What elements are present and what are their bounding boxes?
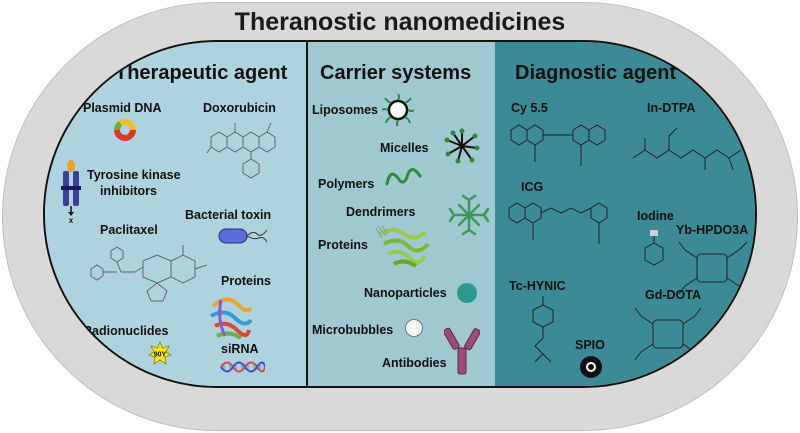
nanoparticles-label: Nanoparticles xyxy=(364,286,447,300)
spio-label: SPIO xyxy=(575,338,605,352)
in-dtpa-structure-icon xyxy=(632,127,742,171)
microbubble-icon xyxy=(405,319,423,337)
plasmid-dna-label: Plasmid DNA xyxy=(83,101,162,115)
sirna-helix-icon xyxy=(220,361,265,373)
antibody-icon xyxy=(444,327,480,375)
dendrimer-icon xyxy=(448,194,490,236)
diagnostic-panel: Diagnostic agent Cy 5.5 In-DTPA xyxy=(495,42,755,386)
micelles-label: Micelles xyxy=(380,141,429,155)
micelle-icon xyxy=(444,128,480,164)
proteins-carrier-label: Proteins xyxy=(318,238,369,252)
diagram-title: Theranostic nanomedicines xyxy=(234,8,566,36)
bacterial-toxin-label: Bacterial toxin xyxy=(185,208,272,222)
radionuclides-label: Radionuclides xyxy=(83,324,169,338)
therapeutic-heading: Therapeutic agent xyxy=(115,62,288,84)
spio-nanoparticle-icon xyxy=(580,356,602,378)
tc-hynic-label: Tc-HYNIC xyxy=(509,279,566,293)
iodine-structure-icon xyxy=(644,230,664,266)
icg-structure-icon xyxy=(508,202,608,244)
cy55-label: Cy 5.5 xyxy=(511,101,548,115)
sirna-label: siRNA xyxy=(221,342,259,356)
polymers-label: Polymers xyxy=(318,177,375,191)
gd-dota-label: Gd-DOTA xyxy=(645,288,702,302)
y90-badge-text: 90Y xyxy=(154,352,167,359)
antibodies-label: Antibodies xyxy=(382,356,447,370)
polymer-chain-icon xyxy=(385,168,422,186)
dendrimers-label: Dendrimers xyxy=(346,205,416,219)
liposome-icon xyxy=(382,94,414,126)
doxorubicin-label: Doxorubicin xyxy=(203,101,276,115)
paclitaxel-label: Paclitaxel xyxy=(100,223,158,237)
tc-hynic-structure-icon xyxy=(532,296,554,363)
plasmid-dna-icon xyxy=(114,119,136,141)
in-dtpa-label: In-DTPA xyxy=(647,101,696,115)
paclitaxel-structure-icon xyxy=(90,245,208,302)
tki-label-line2: inhibitors xyxy=(100,184,157,198)
therapeutic-panel: Therapeutic agent Plasmid DNA Doxorubici… xyxy=(45,42,306,386)
doxorubicin-structure-icon xyxy=(206,122,276,179)
iodine-label: Iodine xyxy=(637,209,674,223)
tki-label-line1: Tyrosine kinase xyxy=(87,168,181,182)
microbubbles-label: Microbubbles xyxy=(312,323,394,337)
protein-carrier-icon xyxy=(375,225,430,268)
protein-structure-icon xyxy=(210,297,253,340)
liposomes-label: Liposomes xyxy=(312,103,378,117)
cy55-structure-icon xyxy=(510,124,606,166)
icg-label: ICG xyxy=(521,180,544,194)
carrier-heading: Carrier systems xyxy=(320,62,472,84)
proteins-label: Proteins xyxy=(221,274,272,288)
yb-hpdo3a-structure-icon xyxy=(678,241,748,295)
gd-dota-structure-icon xyxy=(634,307,702,361)
radionuclide-y90-icon: 90Y xyxy=(148,341,172,365)
bacterial-toxin-icon xyxy=(218,228,268,244)
svg-text:x: x xyxy=(69,216,74,224)
carrier-panel: Carrier systems Liposomes Micelles xyxy=(306,42,497,386)
diagnostic-heading: Diagnostic agent xyxy=(515,62,677,84)
nanoparticle-icon xyxy=(457,283,477,303)
yb-hpdo3a-label: Yb-HPDO3A xyxy=(676,223,749,237)
inner-capsule: Therapeutic agent Plasmid DNA Doxorubici… xyxy=(43,40,757,388)
tyrosine-kinase-receptor-icon: x xyxy=(61,160,81,224)
